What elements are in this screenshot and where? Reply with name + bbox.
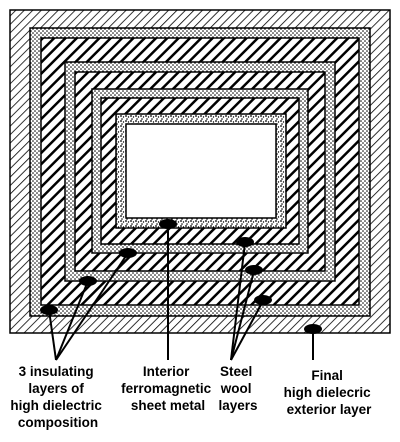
leader-insulating-3 bbox=[55, 252, 129, 361]
marker-insulating-1 bbox=[40, 305, 58, 315]
leader-insulating-2 bbox=[55, 280, 89, 361]
marker-insulating-2 bbox=[79, 276, 97, 286]
layer-markers bbox=[40, 219, 322, 334]
label-steel-wool: Steel wool layers bbox=[218, 364, 257, 413]
leader-steel-wool-1 bbox=[230, 300, 264, 361]
leader-insulating-1 bbox=[48, 309, 57, 361]
label-exterior-layer: Final high dielecric exterior layer bbox=[284, 368, 375, 417]
label-sheet-metal: Interior ferromagnetic sheet metal bbox=[121, 364, 215, 413]
interior-cavity bbox=[125, 123, 277, 219]
marker-insulating-3 bbox=[119, 248, 137, 258]
marker-exterior bbox=[304, 324, 322, 334]
marker-sheet-metal bbox=[159, 219, 177, 229]
leader-lines bbox=[48, 225, 314, 361]
leader-steel-wool-3 bbox=[230, 242, 246, 361]
marker-steel-wool-2 bbox=[245, 265, 263, 275]
marker-steel-wool-3 bbox=[236, 237, 254, 247]
marker-steel-wool-1 bbox=[254, 295, 272, 305]
leader-steel-wool-2 bbox=[230, 270, 255, 361]
label-insulating-layers: 3 insulating layers of high dielectric c… bbox=[10, 364, 105, 430]
